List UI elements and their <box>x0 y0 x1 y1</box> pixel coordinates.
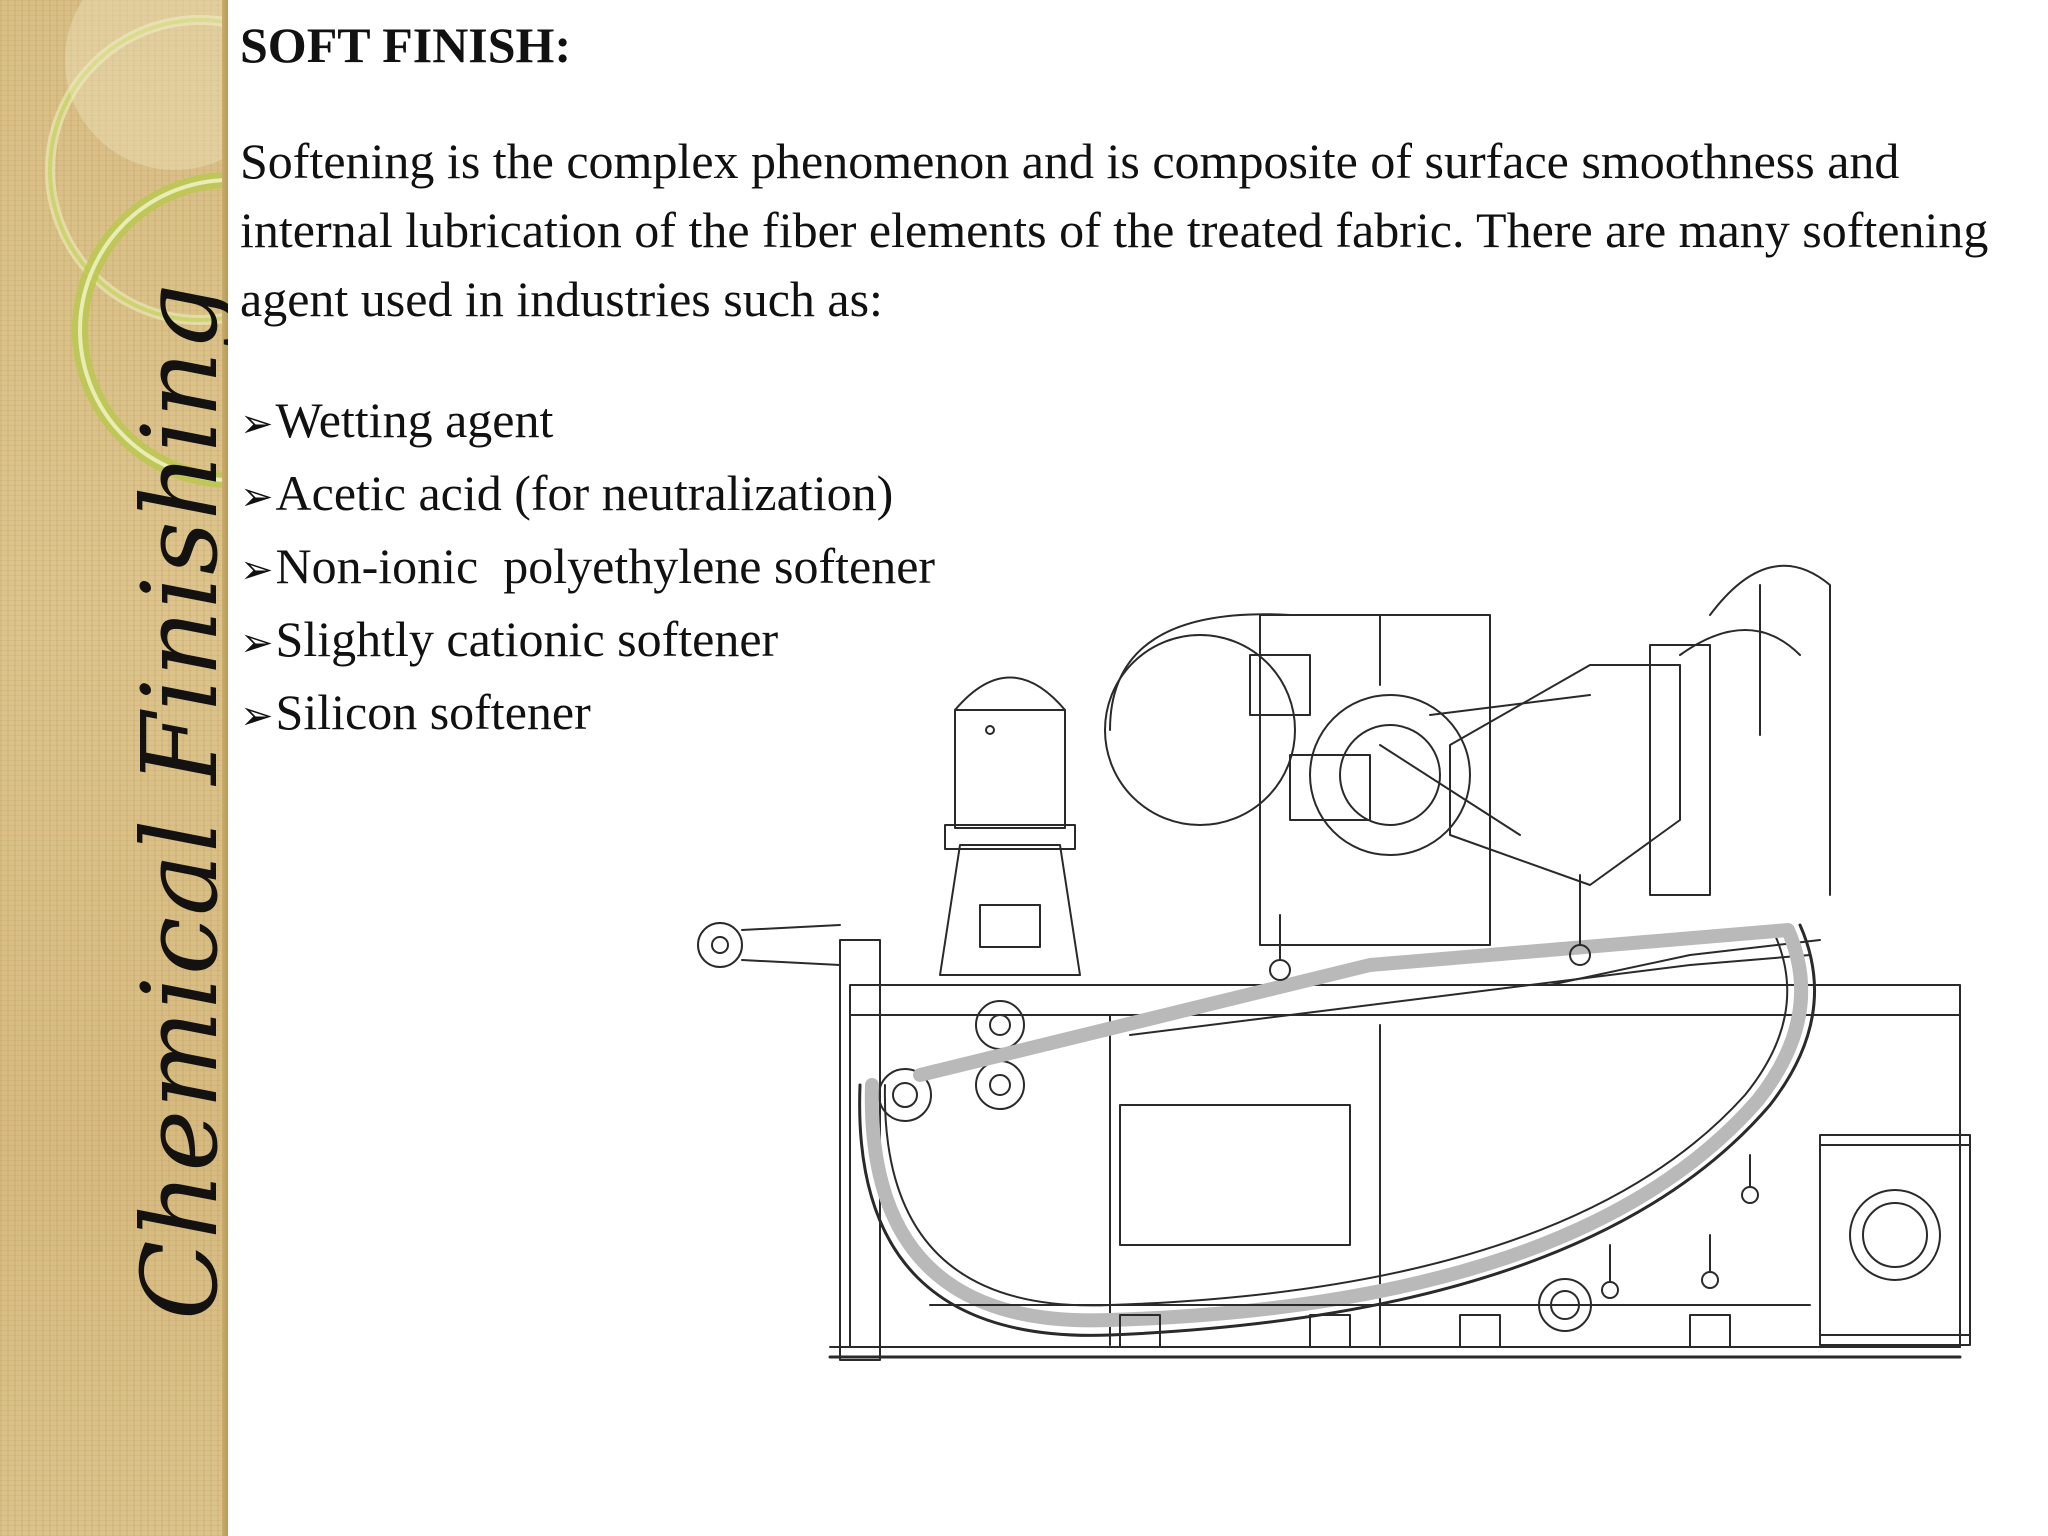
intro-paragraph: Softening is the complex phenomenon and … <box>240 133 1989 327</box>
sidebar-edge <box>222 0 228 1536</box>
slide-heading: SOFT FINISH: <box>240 17 572 73</box>
bullet-item: ➢Acetic acid (for neutralization) <box>240 465 894 521</box>
bullet-item: ➢Wetting agent <box>240 392 554 448</box>
bullet-list: ➢Wetting agent ➢Acetic acid (for neutral… <box>240 386 2030 751</box>
bullet-item: ➢Silicon softener <box>240 684 591 740</box>
arrow-bullet-icon: ➢ <box>240 693 274 739</box>
arrow-bullet-icon: ➢ <box>240 401 274 447</box>
arrow-bullet-icon: ➢ <box>240 547 274 593</box>
vertical-title: Chemical Finishing <box>119 282 228 1320</box>
machine-diagram <box>697 564 1971 1361</box>
arrow-bullet-icon: ➢ <box>240 474 274 520</box>
sidebar: Chemical Finishing <box>0 0 228 1536</box>
arrow-bullet-icon: ➢ <box>240 620 274 666</box>
slide-content: SOFT FINISH: Softening is the complex ph… <box>240 18 2030 751</box>
bullet-item: ➢Non-ionic polyethylene softener <box>240 538 936 594</box>
bullet-item: ➢Slightly cationic softener <box>240 611 779 667</box>
decorative-arcs <box>45 0 228 488</box>
